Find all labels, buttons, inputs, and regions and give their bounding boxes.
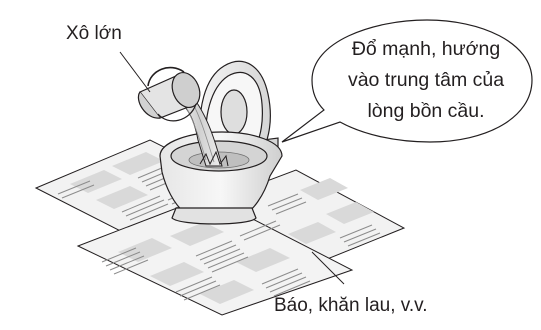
callout-line: vào trung tâm của <box>320 65 532 96</box>
bucket-leader-line <box>120 52 150 92</box>
papers-label: Báo, khăn lau, v.v. <box>274 296 428 315</box>
callout-text: Đổ mạnh, hướng vào trung tâm của lòng bồ… <box>320 34 532 127</box>
seat-opening <box>221 90 247 134</box>
bucket-label: Xô lớn <box>66 24 122 43</box>
callout-line: lòng bồn cầu. <box>320 96 532 127</box>
callout-line: Đổ mạnh, hướng <box>320 34 532 65</box>
toilet-base <box>172 208 256 224</box>
